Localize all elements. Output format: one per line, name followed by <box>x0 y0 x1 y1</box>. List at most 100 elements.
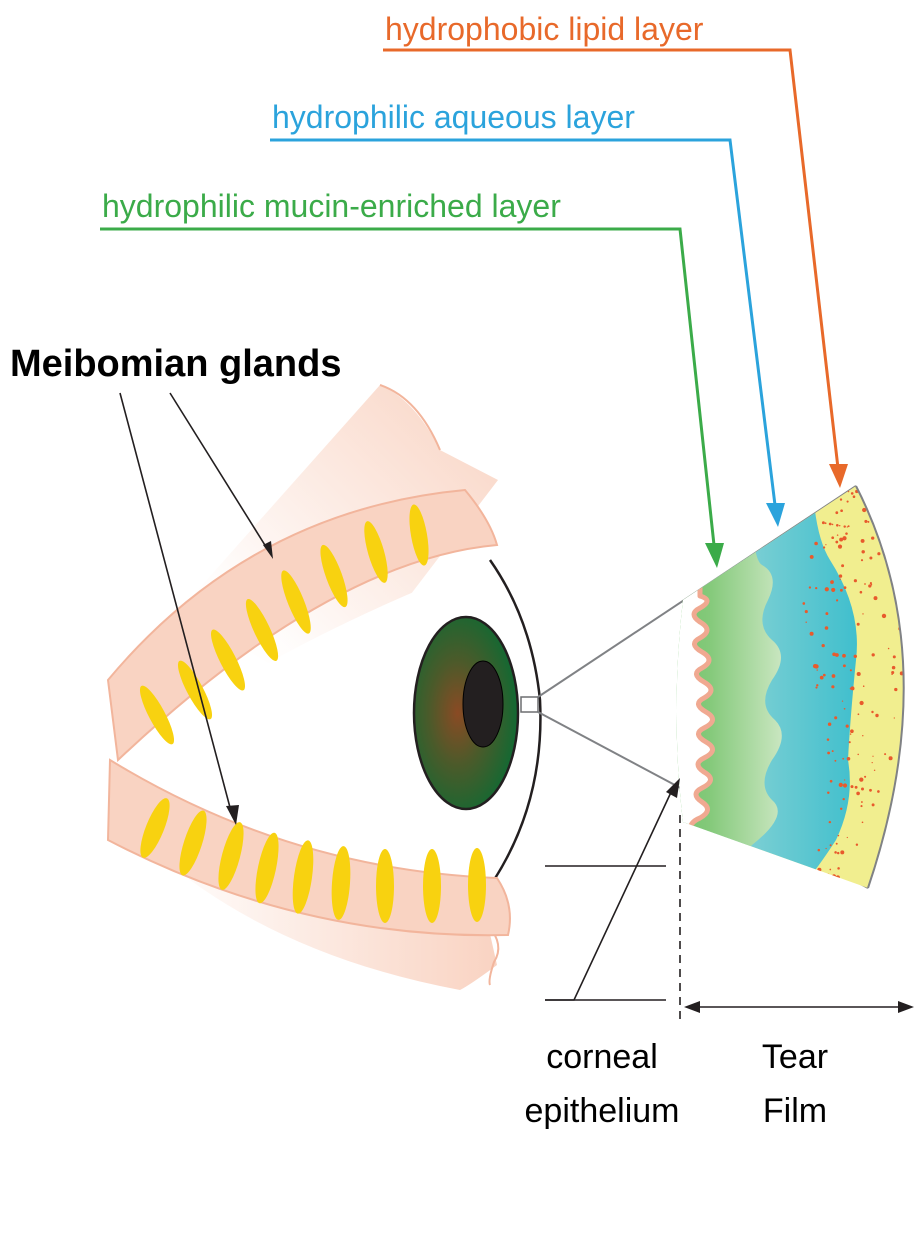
lipid-dot <box>828 722 831 725</box>
lipid-dot <box>836 843 838 845</box>
lipid-dot <box>851 785 854 788</box>
lipid-dot <box>840 579 841 580</box>
lipid-dot <box>847 501 849 503</box>
lipid-dot <box>893 655 896 658</box>
tear-film-zoom <box>600 400 917 960</box>
lipid-dot <box>843 525 845 527</box>
lipid-dot <box>815 587 817 589</box>
lipid-dot <box>892 666 896 670</box>
lipid-dot <box>838 545 842 549</box>
meibomian-glands-label: Meibomian glands <box>10 343 341 385</box>
tear-film-arrow-right <box>898 1001 914 1013</box>
lipid-dot <box>825 626 829 630</box>
lipid-dot <box>836 599 838 601</box>
lipid-dot <box>841 564 844 567</box>
lipid-dot <box>817 883 819 885</box>
lipid-dot <box>856 843 858 845</box>
lipid-dot <box>830 780 833 783</box>
lipid-dot <box>861 788 864 791</box>
lipid-dot <box>822 521 825 524</box>
gland <box>376 849 394 923</box>
lipid-dot <box>825 848 826 849</box>
lipid-dot <box>882 614 886 618</box>
lipid-dot <box>864 583 866 585</box>
lipid-dot <box>801 889 802 890</box>
pupil <box>463 661 503 747</box>
lipid-dot <box>861 550 864 553</box>
lipid-dot <box>831 536 834 539</box>
meibomian-pointer-upper <box>170 393 268 550</box>
lipid-dot <box>818 849 821 852</box>
lipid-dot <box>872 762 873 763</box>
lipid-dot <box>850 729 854 733</box>
lipid-dot <box>861 801 863 803</box>
lipid-dot <box>850 733 851 734</box>
lipid-dot <box>838 835 839 836</box>
lipid-dot <box>861 539 865 543</box>
lipid-dot <box>870 582 872 584</box>
tear-film-arrow-left <box>684 1001 700 1013</box>
lipid-dot <box>835 541 838 544</box>
lipid-dot <box>807 869 809 871</box>
lipid-dot <box>825 873 826 874</box>
lipid-dot <box>847 526 848 527</box>
lipid-dot <box>869 556 872 559</box>
lipid-dot <box>842 758 844 760</box>
lipid-dot <box>829 869 831 871</box>
lipid-dot <box>843 783 847 787</box>
lipid-dot <box>823 885 825 887</box>
lipid-dot <box>823 546 825 548</box>
lipid-dot <box>839 574 842 577</box>
lipid-dot <box>831 580 833 582</box>
lipid-dot <box>854 579 857 582</box>
gland <box>423 849 441 923</box>
lipid-dot <box>894 717 895 718</box>
lipid-dot <box>802 602 805 605</box>
lipid-dot <box>859 777 863 781</box>
lipid-dot <box>857 672 861 676</box>
lipid-dot <box>867 521 869 523</box>
lipid-dot <box>829 523 832 526</box>
corneal-epithelium-label-line1: corneal <box>546 1038 658 1076</box>
lipid-dot <box>805 610 808 613</box>
epithelium-pointer-line <box>545 788 673 1000</box>
lipid-dot <box>851 492 854 495</box>
lipid-dot <box>827 752 830 755</box>
lipid-dot <box>832 750 834 752</box>
lipid-dot <box>810 632 814 636</box>
lipid-dot <box>849 741 851 743</box>
lipid-dot <box>837 867 840 870</box>
mucin-layer-label: hydrophilic mucin-enriched layer <box>102 188 561 224</box>
mucin-arrowhead <box>705 543 724 568</box>
lipid-dot <box>831 685 834 688</box>
lipid-dot <box>842 654 846 658</box>
lipid-dot <box>877 790 880 793</box>
lipid-dot <box>850 688 852 690</box>
lipid-dot <box>884 753 886 755</box>
lipid-dot <box>806 622 807 623</box>
lipid-dot <box>825 522 827 524</box>
lipid-dot <box>821 884 825 888</box>
lipid-dot <box>857 754 859 756</box>
lipid-dot <box>817 868 821 872</box>
aqueous-arrowhead <box>766 503 785 527</box>
lipid-dot <box>851 687 854 690</box>
lipid-dot <box>889 756 893 760</box>
lipid-dot <box>834 716 837 719</box>
aqueous-layer-label: hydrophilic aqueous layer <box>272 99 635 135</box>
lipid-dot <box>854 655 857 658</box>
lipid-dot <box>832 874 836 878</box>
lipid-dot <box>862 821 864 823</box>
lipid-dot <box>813 664 817 668</box>
lipid-dot <box>827 874 829 876</box>
lipid-dot <box>872 803 875 806</box>
lipid-dot <box>843 664 846 667</box>
lipid-dot <box>809 586 811 588</box>
lipid-dot <box>891 671 894 674</box>
lipid-dot <box>840 808 842 810</box>
corneal-epithelium-label-line2: epithelium <box>525 1092 680 1130</box>
zoom-source-box <box>521 697 538 712</box>
lipid-dot <box>858 713 860 715</box>
lipid-dot <box>834 851 837 854</box>
